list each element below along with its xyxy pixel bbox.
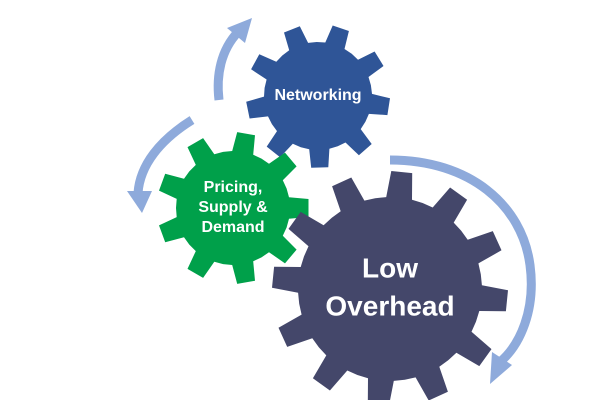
pricing-label-line: Supply & — [198, 199, 268, 216]
pricing-label-line: Pricing, — [204, 179, 263, 196]
gears — [159, 25, 508, 400]
pricing-label-line: Demand — [201, 219, 264, 236]
pricing-gear — [159, 132, 309, 284]
arrow-to-overhead — [389, 155, 536, 366]
arrow-to-pricing-head — [127, 191, 152, 213]
networking-label-line: Networking — [274, 87, 361, 104]
arrow-to-networking — [213, 28, 242, 101]
overhead-gear — [272, 171, 508, 400]
networking-gear — [246, 25, 390, 168]
cycle-arrows — [127, 18, 536, 384]
overhead-label-line: Low — [362, 252, 418, 283]
arrow-to-networking-head — [227, 18, 252, 43]
arrow-to-pricing — [133, 116, 195, 194]
overhead-label-line: Overhead — [325, 290, 454, 321]
arrow-to-overhead-head — [490, 352, 512, 384]
